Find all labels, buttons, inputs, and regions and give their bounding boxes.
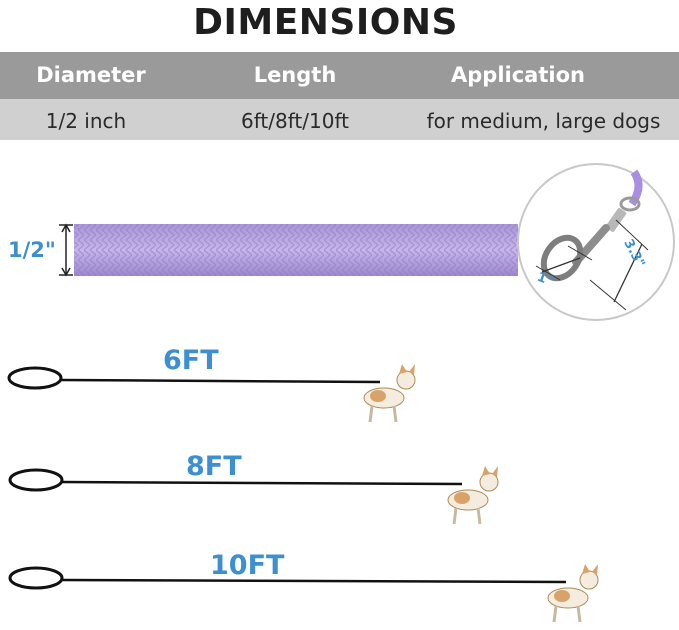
header-diameter: Diameter [36,63,146,87]
dog-icon [447,466,499,525]
dog-icon [363,364,416,423]
leash-8ft [8,466,499,525]
value-diameter: 1/2 inch [45,109,127,133]
leash-10ft [8,564,599,623]
clip-detail [517,163,675,321]
spec-table-header: Diameter Length Application [0,52,679,99]
leash-6ft [7,364,416,423]
page-title: DIMENSIONS [193,2,458,43]
value-length: 6ft/8ft/10ft [241,109,349,133]
diameter-label: 1/2" [8,238,56,262]
rope-illustration [59,223,518,277]
swivel-clip-icon [540,169,643,282]
spec-table-row: 1/2 inch 6ft/8ft/10ft for medium, large … [0,99,679,140]
dog-icon [547,564,599,623]
header-length: Length [253,63,337,87]
leash-8ft-label: 8FT [186,451,242,482]
leash-6ft-label: 6FT [163,345,219,376]
diameter-dimension-line [59,223,73,277]
clip-dimension-lines [535,219,649,311]
leash-10ft-label: 10FT [210,550,285,581]
header-application: Application [451,63,585,87]
rope-body [74,224,518,276]
value-application: for medium, large dogs [426,109,661,133]
